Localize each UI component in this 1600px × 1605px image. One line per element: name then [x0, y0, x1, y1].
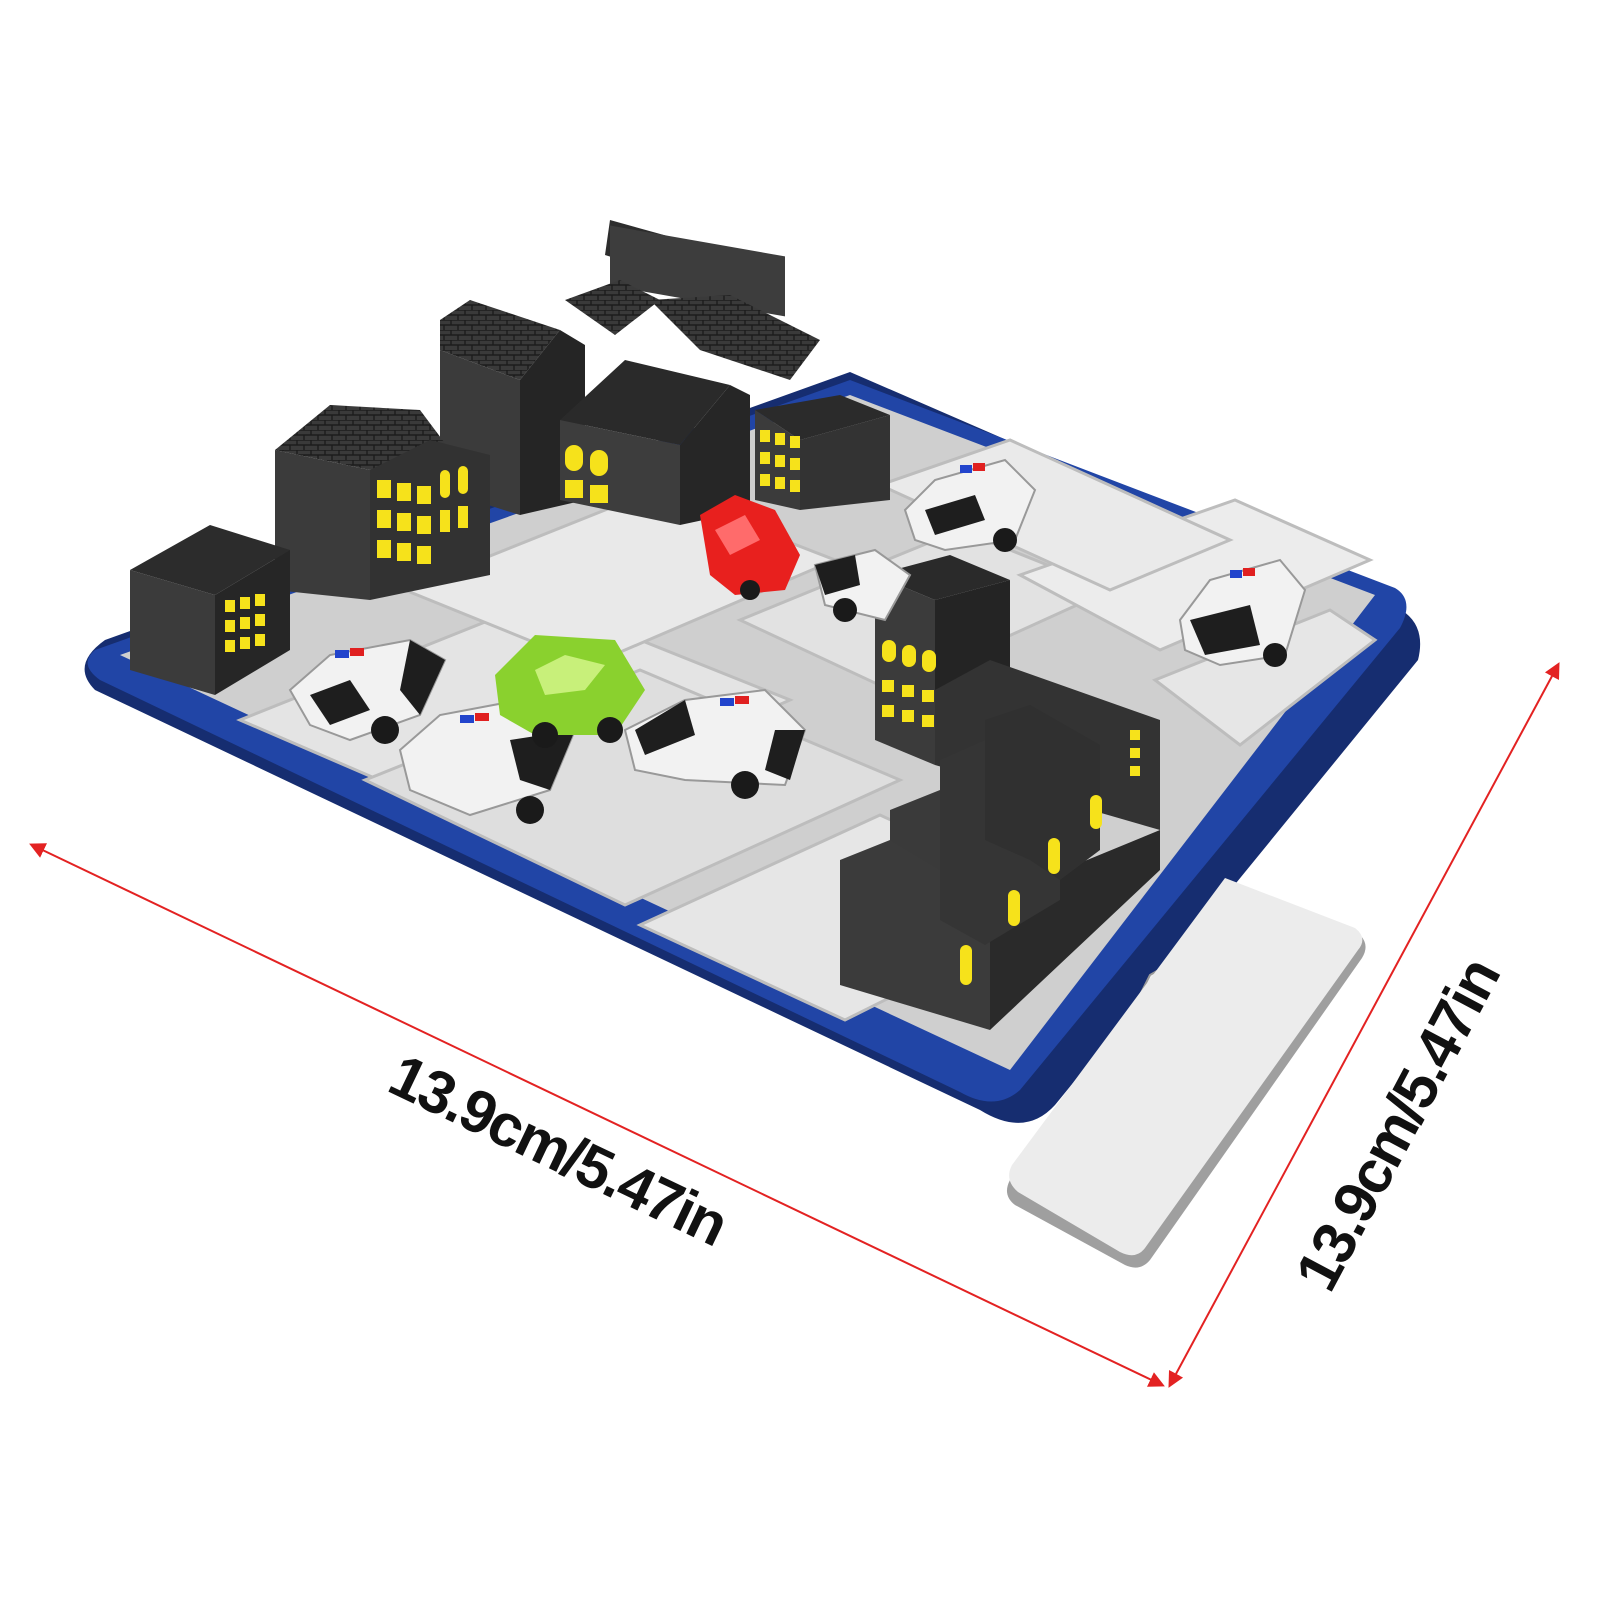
police-car-icon: [288, 458, 1307, 1077]
width-dimension-label: 13.9cm/5.47in: [379, 1041, 737, 1258]
building-icon: [130, 220, 1160, 1030]
target-car-icon: [495, 495, 800, 748]
dimension-lines: [29, 662, 1560, 1388]
